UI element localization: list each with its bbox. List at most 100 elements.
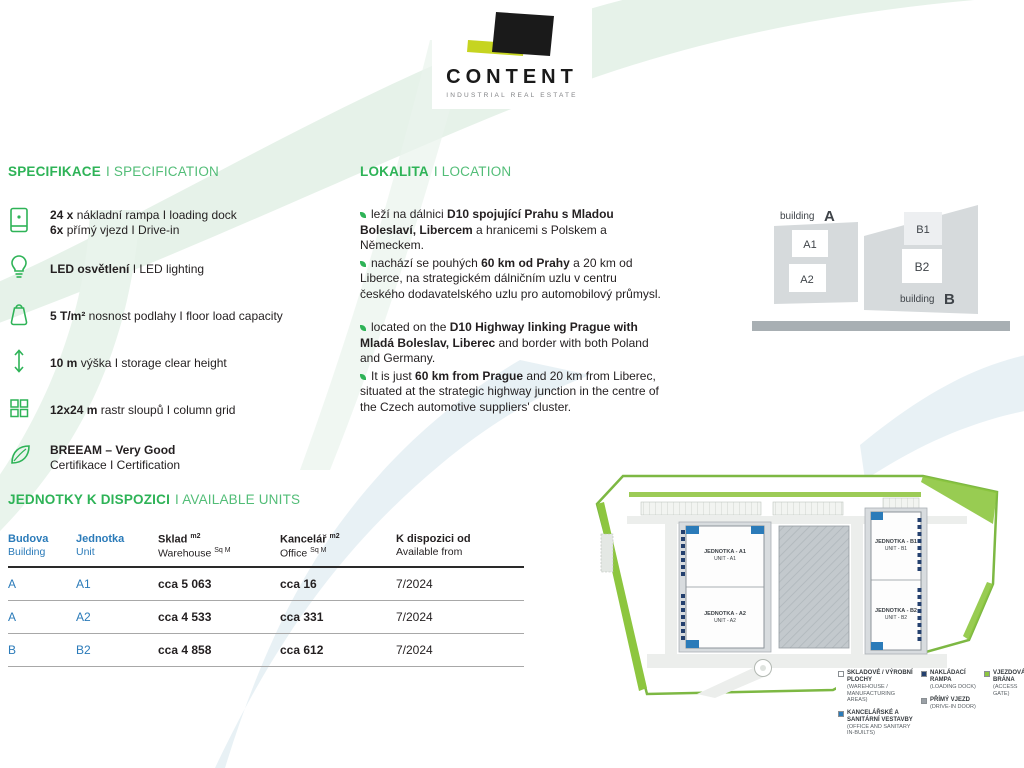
legend-swatch-office (838, 710, 844, 717)
leaf-bullet-icon (360, 212, 366, 218)
spec-line: BREEAM – Very Good (50, 442, 176, 457)
loading-docks-a (681, 530, 685, 640)
office-inbuilt (686, 640, 699, 648)
office-inbuilt (871, 512, 883, 520)
office-inbuilt (751, 526, 764, 534)
spec-line: Certifikace I Certification (50, 457, 181, 472)
plan-unit-b2-label: JEDNOTKA - B2 (875, 608, 917, 614)
building-b (870, 511, 922, 651)
table-row: B B2 cca 4 858 cca 612 7/2024 (8, 634, 524, 667)
siteplan-legend: SKLADOVÉ / VÝROBNÍ PLOCHY(WAREHOUSE / MA… (836, 668, 1024, 745)
location-bullet: It is just 60 km from Prague and 20 km f… (360, 368, 659, 414)
spec-line: 6x přímý vjezd I Drive-in (50, 222, 180, 237)
col-header-building: Budova Building (8, 533, 49, 558)
road-bar (752, 321, 1010, 331)
plan-unit-a2-label: JEDNOTKA - A2 (704, 611, 746, 617)
led-lighting-icon (8, 254, 34, 285)
breeam-leaf-icon (8, 442, 34, 473)
service-road (851, 516, 863, 656)
cell-unit: A2 (76, 610, 91, 625)
spec-line: 24 x nákladní rampa I loading dock (50, 207, 237, 222)
plan-unit-b1-sublabel: UNIT - B1 (885, 546, 907, 552)
location-bullet: nachází se pouhých 60 km od Prahy a 20 k… (360, 255, 661, 301)
col-header-warehouse: Sklad m2 Warehouse Sq M (158, 533, 231, 560)
building-b-letter: B (944, 291, 955, 308)
roundabout-center (760, 665, 766, 671)
legend-item-access-gate: VJEZDOVÁ BRÁNA(ACCESS GATE) (984, 670, 1024, 697)
spec-item-floor-load: 5 T/m² nosnost podlahy I floor load capa… (8, 301, 350, 332)
bottom-road (647, 654, 947, 668)
logo-title: CONTENT (446, 66, 578, 88)
legend-swatch-drive-in (921, 697, 927, 704)
table-row: A A1 cca 5 063 cca 16 7/2024 (8, 567, 524, 601)
unit-a2-box (789, 264, 826, 292)
cell-warehouse: cca 4 858 (158, 643, 212, 658)
building-a-letter: A (824, 208, 835, 225)
location-bullets: leží na dálnici D10 spojující Prahu s Ml… (360, 207, 663, 415)
company-logo: CONTENT INDUSTRIAL REAL ESTATE (432, 6, 592, 109)
unit-b1-box (904, 212, 942, 245)
spec-item-clear-height: 10 m výška I storage clear height (8, 348, 350, 379)
plan-unit-a1-sublabel: UNIT - A1 (714, 556, 736, 562)
building-b-label: building (900, 294, 934, 305)
location-bullet: located on the D10 Highway linking Pragu… (360, 320, 649, 365)
loading-dock-icon (8, 207, 34, 238)
office-inbuilt (871, 642, 883, 650)
spec-list: 24 x nákladní rampa I loading dock 6x př… (8, 207, 350, 473)
unit-b2-box (902, 249, 942, 283)
unit-b1-label: B1 (916, 224, 929, 236)
cell-available-from: 7/2024 (396, 643, 433, 658)
col-header-office: Kancelář m2 Office Sq M (280, 533, 340, 560)
parking-row (640, 501, 762, 516)
cell-unit: A1 (76, 577, 91, 592)
cell-office: cca 16 (280, 577, 317, 592)
clear-height-icon (8, 348, 34, 379)
grass-strip (963, 582, 993, 640)
spec-line: 10 m výška I storage clear height (50, 356, 227, 370)
exit-road (697, 668, 771, 698)
logo-tagline: INDUSTRIAL REAL ESTATE (446, 92, 578, 99)
spec-line: LED osvětlení I LED lighting (50, 262, 205, 276)
grass-strip (921, 476, 997, 524)
existing-building (778, 525, 850, 649)
unit-a2-label: A2 (800, 274, 813, 286)
cell-warehouse: cca 4 533 (158, 610, 212, 625)
cell-building: A (8, 610, 17, 625)
service-road (665, 516, 677, 666)
spec-item-breeam: BREEAM – Very Good Certifikace I Certifi… (8, 442, 350, 473)
unit-a1-box (792, 230, 828, 257)
spec-line: 12x24 m rastr sloupů I column grid (50, 403, 236, 417)
legend-swatch-loading-dock (921, 671, 927, 677)
spec-item-column-grid: 12x24 m rastr sloupů I column grid (8, 395, 350, 426)
cell-unit: B2 (76, 643, 91, 658)
legend-item-loading-dock: NAKLÁDACÍ RAMPA(LOADING DOCK) (921, 670, 977, 691)
leaf-bullet-icon (360, 325, 366, 331)
location-bullet: leží na dálnici D10 spojující Prahu s Ml… (360, 207, 614, 252)
unit-b2-label: B2 (915, 260, 930, 274)
col-header-available-from: K dispozici od Available from (396, 533, 471, 558)
office-inbuilt (686, 526, 699, 534)
plan-unit-b1-label: JEDNOTKA - B1 (875, 539, 917, 545)
legend-item-drive-in: PŘÍMÝ VJEZD(DRIVE-IN DOOR) (921, 697, 977, 711)
legend-swatch-access-gate (984, 671, 990, 677)
legend-item-office: KANCELÁŘSKÉ A SANITÁRNÍ VESTAVBY(OFFICE … (838, 710, 914, 737)
leaf-bullet-icon (360, 373, 366, 380)
cell-warehouse: cca 5 063 (158, 577, 212, 592)
spec-item-led-lighting: LED osvětlení I LED lighting (8, 254, 350, 285)
cell-office: cca 612 (280, 643, 324, 658)
cell-available-from: 7/2024 (396, 577, 433, 592)
spec-line: 5 T/m² nosnost podlahy I floor load capa… (50, 309, 283, 323)
cell-available-from: 7/2024 (396, 610, 433, 625)
plan-unit-b2-sublabel: UNIT - B2 (885, 615, 907, 621)
cell-building: A (8, 577, 17, 592)
legend-swatch-warehouse (838, 671, 844, 677)
parking-row (772, 501, 844, 516)
grass-hedge (629, 492, 921, 497)
site-plan: JEDNOTKA - A1 UNIT - A1 JEDNOTKA - A2 UN… (595, 474, 999, 698)
plan-unit-a2-sublabel: UNIT - A2 (714, 618, 736, 624)
